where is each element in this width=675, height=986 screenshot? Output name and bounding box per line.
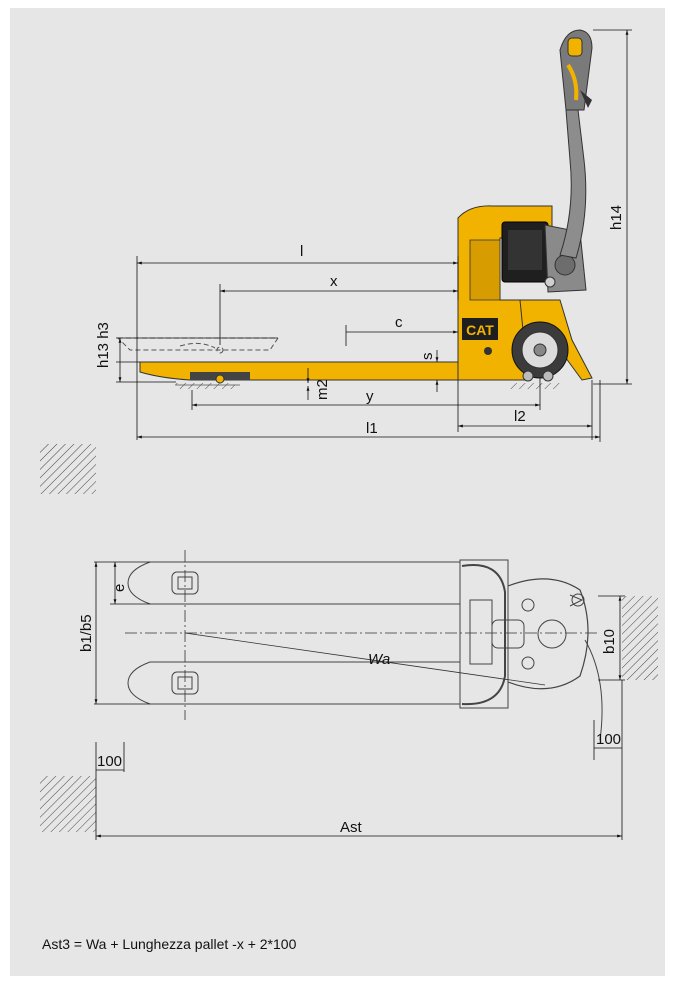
raised-fork-outline [116, 337, 279, 354]
fork-lowered [139, 361, 459, 386]
dim-100-right-label: 100 [596, 731, 621, 748]
dim-ast-label: Ast [340, 819, 363, 836]
dim-h13-h3-label: h13 h3 [95, 322, 112, 368]
dim-e-label: e [111, 584, 128, 592]
drawing-panel [10, 8, 665, 976]
radius-line [184, 632, 546, 686]
dim-l2-label: l2 [514, 408, 526, 425]
dim-y-label: y [366, 388, 374, 405]
floor-hatch-2 [510, 383, 560, 389]
dim-x-label: x [330, 273, 338, 290]
dim-c-label: c [395, 314, 403, 331]
wall-hatch-right [622, 596, 658, 680]
floor-hatch-1 [175, 383, 235, 389]
side-view: CAT [40, 29, 632, 494]
wall-hatch-left [40, 776, 96, 832]
dim-m2-label: m2 [314, 379, 331, 400]
dim-100-left-label: 100 [97, 753, 122, 770]
dim-l-label: l [300, 243, 303, 260]
dim-wa-label: Wa [368, 651, 390, 668]
top-view: e b1/b5 Wa b10 100 100 Ast [40, 550, 658, 840]
wall-hatch-side [40, 444, 96, 494]
truck-chassis: CAT [457, 205, 593, 382]
dim-b1-b5-label: b1/b5 [78, 614, 95, 652]
dim-b10-label: b10 [601, 629, 618, 654]
chassis-top [459, 559, 603, 741]
dim-h14-label: h14 [608, 205, 625, 230]
cat-logo: CAT [466, 322, 494, 338]
formula-text: Ast3 = Wa + Lunghezza pallet -x + 2*100 [42, 936, 297, 952]
tiller-handle [559, 29, 593, 259]
dim-l1-label: l1 [366, 420, 378, 437]
dim-s-label: s [419, 353, 436, 361]
